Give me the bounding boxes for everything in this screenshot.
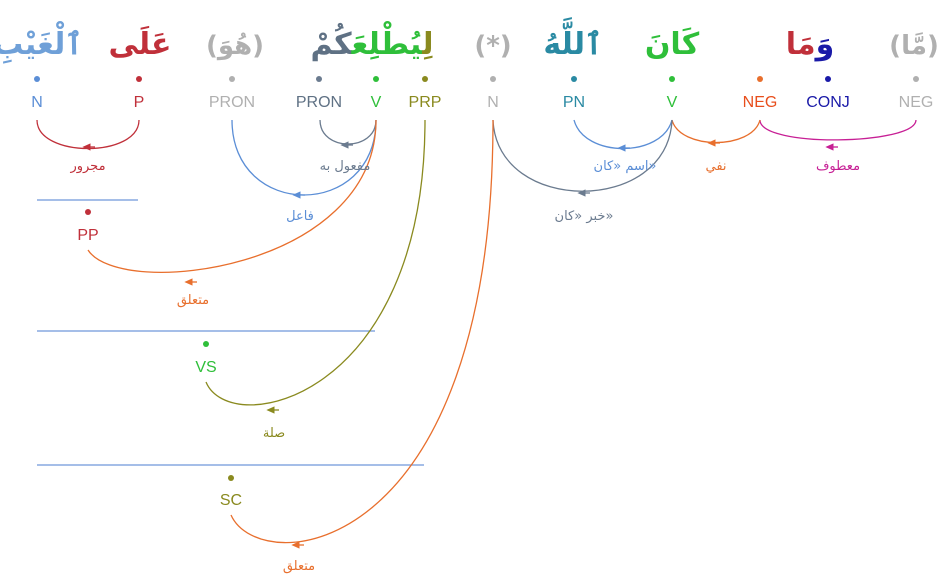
arc-matouf <box>759 119 917 141</box>
dot-sc <box>228 475 234 481</box>
tag-pn: PN <box>563 94 585 111</box>
dot-pron <box>316 76 322 82</box>
dependency-arcs <box>36 119 917 549</box>
arc-sila <box>205 119 426 406</box>
dot-n0 <box>490 76 496 82</box>
word-yutlia: يُطْلِعَ <box>351 21 423 62</box>
label-fail: فاعل <box>286 209 314 224</box>
tag-pron: PRON <box>296 94 342 111</box>
word-huwa-hidden: (هُوَ) <box>206 31 264 61</box>
arc-nafy <box>671 119 761 144</box>
tag-p: P <box>134 94 145 111</box>
arc-khabar <box>492 119 673 192</box>
dot-pn <box>571 76 577 82</box>
label-khabar: خبر «كان» <box>555 209 614 224</box>
label-ism: اسم «كان» <box>594 159 657 174</box>
label-majrour: مجرور <box>69 159 105 174</box>
tag-v2: V <box>371 94 382 111</box>
label-mafoul: مفعول به <box>320 159 371 174</box>
dot-neg0 <box>913 76 919 82</box>
dot-v2 <box>373 76 379 82</box>
tag-pp: PP <box>77 227 98 244</box>
word-alghayb: ٱلْغَيْبِ <box>0 21 83 64</box>
label-matouf: معطوف <box>816 159 860 174</box>
arc-majrour <box>36 119 140 150</box>
arc-mutaallaq2 <box>230 119 494 544</box>
tag-n0: N <box>487 94 499 111</box>
dot-v1 <box>669 76 675 82</box>
dot-prp <box>422 76 428 82</box>
dot-n <box>34 76 40 82</box>
tag-sc: SC <box>220 492 242 509</box>
label-mutaallaq1: متعلق <box>177 293 209 308</box>
word-li: لِ <box>421 27 433 62</box>
word-allah: ٱللَّهُ <box>543 16 602 62</box>
pos-tags: NEG CONJ NEG V PN N PRP V PRON PRON P N <box>31 94 933 111</box>
arc-ism <box>573 119 673 149</box>
label-sila: صلة <box>263 426 285 441</box>
word-ala: عَلَى <box>108 25 171 62</box>
dot-pron0 <box>229 76 235 82</box>
word-row: (مَّا) وَمَا كَانَ ٱللَّهُ (*) لِيُطْلِع… <box>0 16 939 64</box>
label-mutaallaq2: متعلق <box>283 559 315 574</box>
tag-neg: NEG <box>743 94 778 111</box>
token-dots <box>34 76 919 82</box>
arc-mutaallaq1 <box>87 119 377 273</box>
dot-p <box>136 76 142 82</box>
dot-neg <box>757 76 763 82</box>
tag-vs: VS <box>195 359 216 376</box>
tag-pron0: PRON <box>209 94 255 111</box>
tag-conj: CONJ <box>806 94 850 111</box>
phrase-nodes: PP VS SC <box>37 199 424 509</box>
word-wama: وَمَا <box>786 27 835 62</box>
arc-mafoul <box>319 119 377 145</box>
word-kum: كُمْ <box>311 22 353 62</box>
word-wa: وَ <box>814 27 835 62</box>
dot-vs <box>203 341 209 347</box>
label-nafy: نفي <box>705 159 726 174</box>
word-kana: كَانَ <box>645 27 700 62</box>
dot-pp <box>85 209 91 215</box>
dot-conj <box>825 76 831 82</box>
tag-prp: PRP <box>409 94 442 111</box>
arc-fail <box>231 119 377 196</box>
word-star-hidden: (*) <box>474 31 511 61</box>
relation-labels: معطوف نفي اسم «كان» خبر «كان» مفعول به ف… <box>69 159 860 574</box>
tag-v1: V <box>667 94 678 111</box>
tag-neg0: NEG <box>899 94 934 111</box>
word-liyutliakum: لِيُطْلِعَكُمْ <box>311 21 434 62</box>
word-ma: مَا <box>786 27 816 62</box>
tag-n: N <box>31 94 43 111</box>
word-ma-hidden: (مَّا) <box>889 31 939 61</box>
